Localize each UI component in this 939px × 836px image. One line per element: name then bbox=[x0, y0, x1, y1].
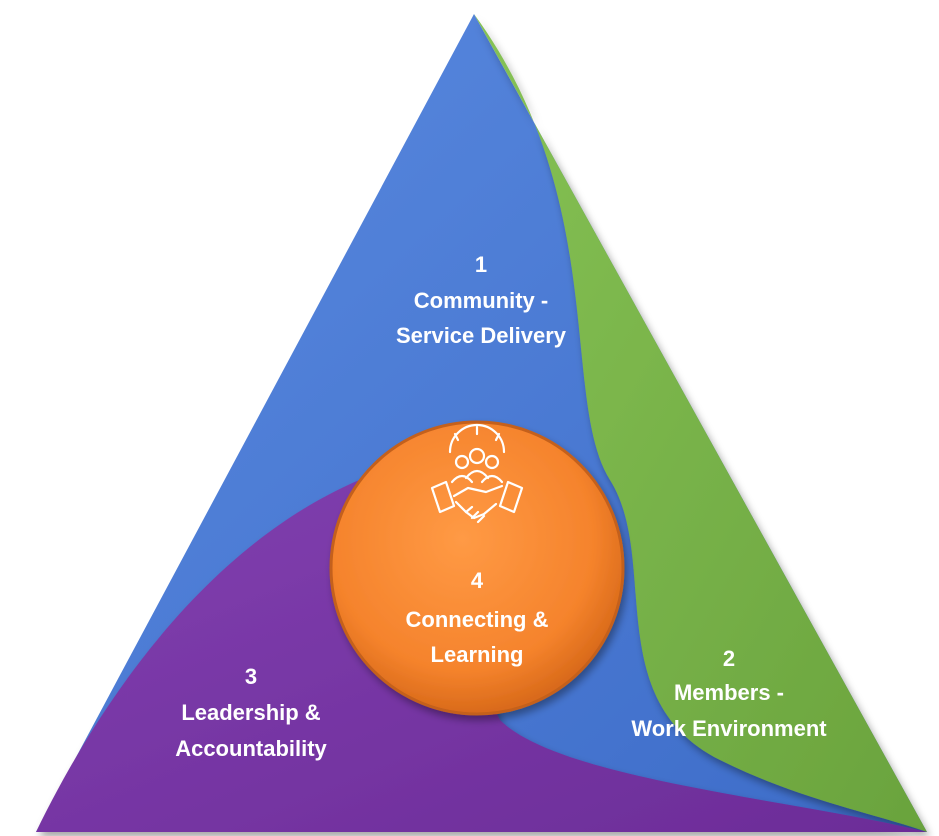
members-label-line1: Members - bbox=[674, 680, 784, 705]
leadership-segment bbox=[36, 464, 927, 832]
community-label-line2: Service Delivery bbox=[396, 323, 567, 348]
leadership-label-line2: Accountability bbox=[175, 736, 327, 761]
center-circle bbox=[329, 420, 625, 716]
center-label-line1: Connecting & bbox=[406, 607, 549, 632]
center-label-line2: Learning bbox=[431, 642, 524, 667]
handshake-team-gear-icon bbox=[430, 423, 524, 524]
community-number: 1 bbox=[475, 252, 487, 277]
leadership-label-line1: Leadership & bbox=[181, 700, 320, 725]
members-label-line2: Work Environment bbox=[631, 716, 827, 741]
members-segment bbox=[474, 14, 927, 832]
members-number: 2 bbox=[723, 646, 735, 671]
leadership-number: 3 bbox=[245, 664, 257, 689]
center-number: 4 bbox=[471, 568, 484, 593]
community-label-line1: Community - bbox=[414, 288, 548, 313]
